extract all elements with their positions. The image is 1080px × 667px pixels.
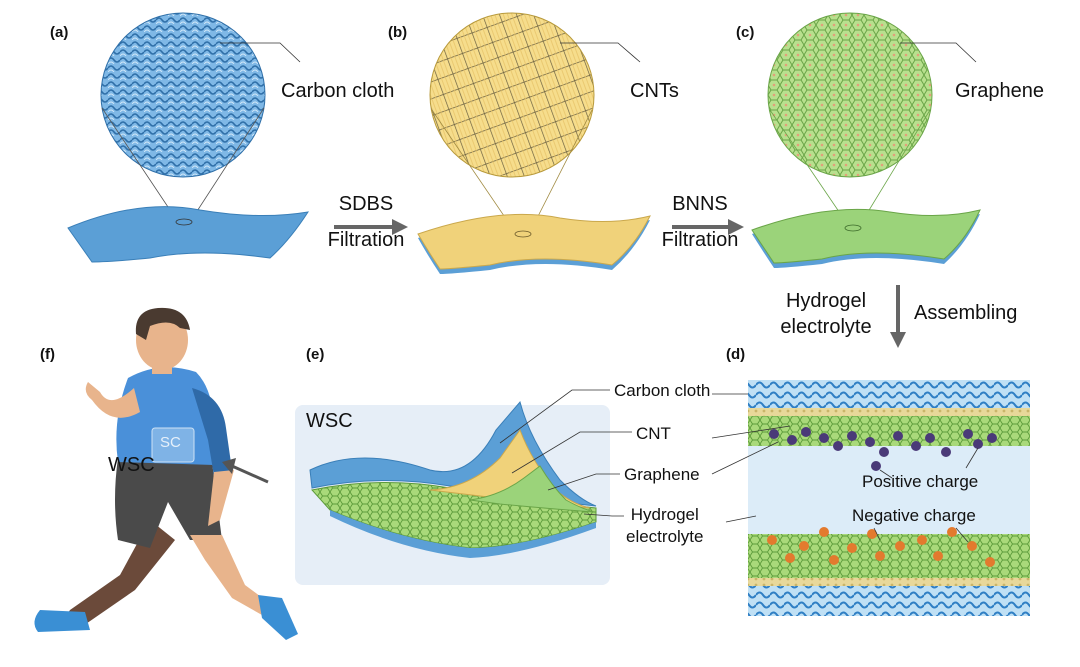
negative-charge-label: Negative charge (852, 506, 976, 525)
graphene-sheet (751, 208, 981, 264)
step1-label: SDBS Filtration (318, 190, 414, 254)
arrow-step-1 (334, 219, 408, 235)
label-carbon-cloth: Carbon cloth (281, 80, 395, 102)
panel-label-d: (d) (726, 346, 746, 363)
panel-label-c: (c) (736, 24, 755, 41)
panel-label-e: (e) (306, 346, 325, 363)
graphene-layer (469, 465, 595, 513)
panel-e-graphene: Graphene (624, 465, 700, 484)
panel-e (295, 389, 632, 585)
label-cnts: CNTs (630, 80, 679, 102)
panel-e-hydrogel-line2: electrolyte (626, 527, 704, 546)
back-shoe-icon (34, 610, 90, 632)
step3-left-label: Hydrogel electrolyte (770, 288, 882, 340)
positive-charge-label: Positive charge (862, 472, 979, 491)
bottom-carbon-cloth (748, 586, 1030, 616)
front-shoe-icon (258, 595, 298, 640)
step2-reagent: BNNS (672, 193, 728, 215)
runner-hair (135, 307, 190, 340)
top-carbon-cloth (748, 380, 1030, 408)
panel-label-f: (f) (40, 346, 55, 363)
step3-hydrogel: Hydrogel (785, 290, 867, 312)
carbon-cloth-zoom-circle (100, 12, 266, 178)
step2-method: Filtration (661, 229, 739, 251)
shirt-sc-label: SC (160, 434, 181, 451)
panel-label-a: (a) (50, 24, 69, 41)
runner-wsc-label: WSC (108, 454, 155, 476)
step3-assembling: Assembling (914, 302, 1018, 324)
cnt-zoom-circle (429, 12, 595, 178)
graphene-zoom-circle (767, 12, 933, 178)
label-graphene: Graphene (955, 80, 1044, 102)
panel-e-hydrogel-line1: Hydrogel (630, 505, 699, 524)
cnt-sheet (417, 213, 651, 270)
panel-a (67, 12, 310, 263)
negative-ions (767, 527, 995, 567)
positive-ions (769, 427, 997, 471)
panel-e-carbon-cloth: Carbon cloth (614, 381, 711, 400)
arrow-step-2 (672, 219, 744, 235)
panel-e-hydrogel: Hydrogel electrolyte (626, 504, 703, 548)
runner-shorts (115, 458, 222, 548)
step1-reagent: SDBS (338, 193, 394, 215)
arrow-step-3 (890, 285, 906, 348)
bottom-graphene-layer (748, 534, 1030, 578)
panel-d (711, 380, 1030, 616)
runner-figure (34, 307, 298, 640)
step3-electrolyte: electrolyte (780, 316, 872, 338)
panel-c (751, 12, 981, 268)
panel-b (417, 12, 651, 274)
carbon-cloth-sheet (67, 206, 310, 263)
panel-label-b: (b) (388, 24, 408, 41)
step1-method: Filtration (327, 229, 405, 251)
panel-e-cnt: CNT (636, 424, 671, 443)
step2-label: BNNS Filtration (652, 190, 748, 254)
panel-e-title: WSC (306, 410, 353, 432)
